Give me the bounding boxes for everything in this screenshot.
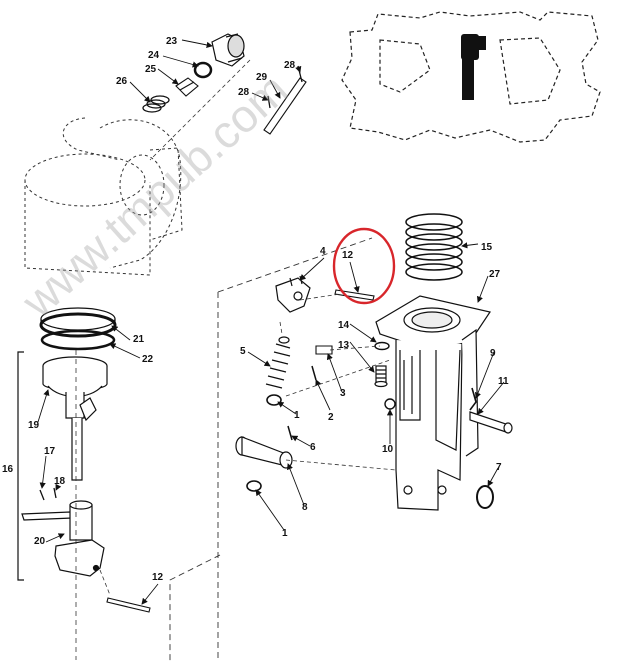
callout-22: 22 [142,354,154,365]
callout-1-upper: 1 [294,410,300,421]
callout-6: 6 [310,442,316,453]
callout-12-lower: 12 [152,572,164,583]
part-2-pin [311,365,317,381]
callout-20: 20 [34,536,46,547]
part-13-screw [374,365,388,388]
callout-4: 4 [320,246,326,257]
callout-28-upper: 28 [284,60,296,71]
part-7-ring [476,485,494,509]
callout-5: 5 [240,346,246,357]
upper-assembly-dash [149,59,251,161]
part-22-seal-ring [40,329,116,351]
part-19-piston [42,356,108,481]
callout-12-upper: 12 [342,250,354,261]
callout-3: 3 [340,388,346,399]
callout-25: 25 [145,64,157,75]
highlighted-component-silhouette [461,34,486,100]
part-23-plug [211,33,245,67]
part-18-pin [53,487,57,499]
part-5-spring [265,336,291,389]
callout-13: 13 [338,340,350,351]
part-25-plunger [175,77,199,97]
part-12-pin-lower [106,597,151,613]
callout-10: 10 [382,444,394,455]
callout-21: 21 [133,334,145,345]
part-8-shaft [235,436,293,469]
part-17-pin [39,489,45,501]
part-3-pin [315,345,333,355]
highlight-circle [332,227,396,305]
callout-7: 7 [496,462,502,473]
callout-28-lower: 28 [238,87,250,98]
callout-16: 16 [2,464,14,475]
part-29-pin [263,77,307,135]
callout-24: 24 [148,50,160,61]
dash-link-lower [99,569,111,596]
callout-8: 8 [302,502,308,513]
callout-2: 2 [328,412,334,423]
callout-14: 14 [338,320,350,331]
callout-1-lower: 1 [282,528,288,539]
assembly-frame-dashed [169,237,373,662]
part-15-spring [405,213,463,281]
part-26-spring [142,95,170,113]
part-4-bracket [275,275,311,313]
callout-11: 11 [498,376,509,387]
callout-17: 17 [44,446,56,457]
vehicle-location-inset [341,11,601,143]
part-20-link [21,500,105,577]
part-10-nut [384,398,396,410]
part-11-shaft [469,411,513,434]
callout-23: 23 [166,36,178,47]
part-1-nut-lower [246,480,262,492]
callout-9: 9 [490,348,496,359]
callout-15: 15 [481,242,493,253]
part-12-pin-upper [334,289,375,301]
callout-29: 29 [256,72,268,83]
part-14-washer [374,341,390,351]
callout-18: 18 [54,476,66,487]
part-6-pin [287,425,293,441]
callout-27: 27 [489,269,501,280]
part-1-nut-upper [266,394,282,406]
callout-26: 26 [116,76,128,87]
callout-19: 19 [28,420,40,431]
leader-lines [37,39,505,605]
part-27-housing [375,295,491,511]
part-9-clip [469,387,477,411]
part-24-o-ring [193,61,213,79]
group-bracket-16 [17,351,24,581]
callout-labels: 23 24 25 26 29 28 28 15 27 4 12 14 13 5 … [2,36,509,583]
phantom-housing [24,117,183,276]
